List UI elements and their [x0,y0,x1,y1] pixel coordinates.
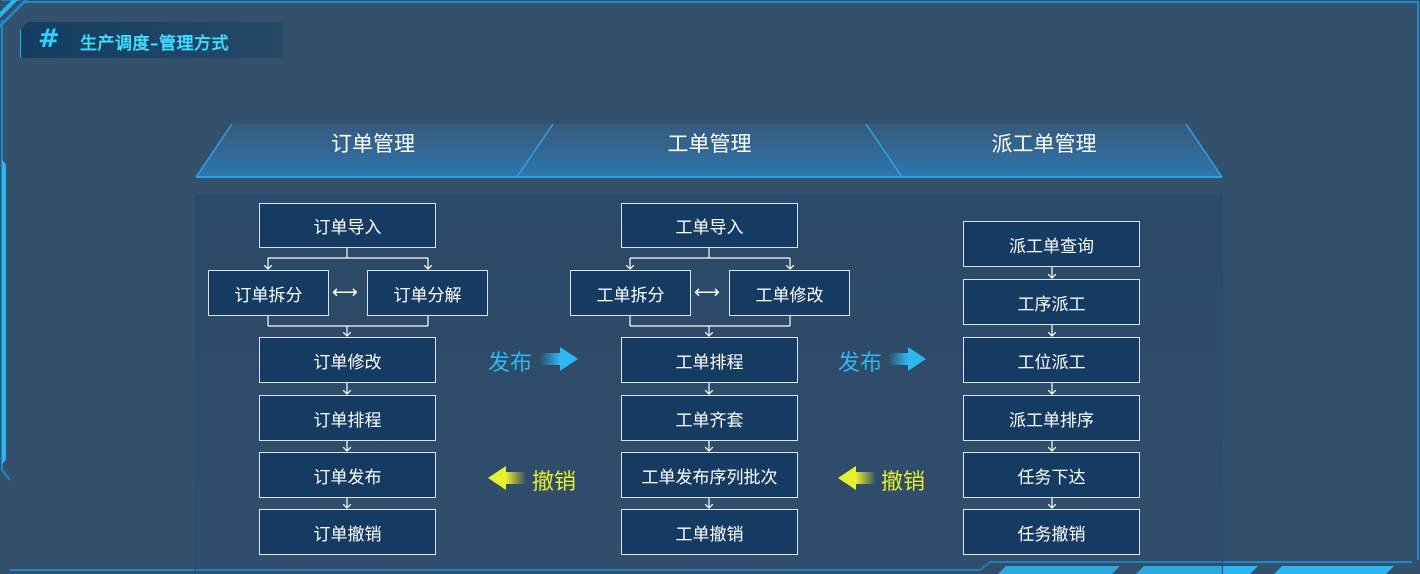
title-banner [20,22,283,58]
revoke-label: 撤销 [532,470,577,495]
publish-arrow-icon [540,347,926,371]
order-step-box: 订单修改 [259,337,436,383]
order-split-box: 订单拆分 [208,270,329,316]
dispatch-step-box: 工位派工 [963,337,1140,383]
work-step-box: 工单齐套 [621,395,798,441]
order-step-box: 订单排程 [259,395,436,441]
dispatch-step-box: 工序派工 [963,279,1140,325]
bidirectional-arrow-icon: ⟷ [332,282,358,303]
phase-order-management: 订单管理 [331,132,415,156]
dispatch-step-box: 任务撤销 [963,509,1140,555]
dispatch-step-box: 派工单排序 [963,395,1140,441]
order-import-box: 订单导入 [259,203,436,248]
bidirectional-arrow-icon: ⟷ [694,282,720,303]
work-step-box: 工单排程 [621,337,798,383]
publish-label: 发布 [838,351,883,376]
page-title: 生产调度–管理方式 [80,34,229,54]
hash-icon: # [38,24,60,54]
work-step-box: 工单撤销 [621,509,798,555]
phase-work-order-management: 工单管理 [667,132,752,156]
publish-label: 发布 [488,351,533,376]
work-split-box: 工单拆分 [570,270,691,316]
revoke-arrow-icon [488,466,876,490]
dispatch-step-box: 任务下达 [963,452,1140,498]
dispatch-step-box: 派工单查询 [963,221,1140,267]
order-decompose-box: 订单分解 [367,270,488,316]
order-step-box: 订单撤销 [259,509,436,555]
revoke-label: 撤销 [881,470,926,495]
phase-dispatch-management: 派工单管理 [991,132,1097,156]
work-step-box: 工单发布序列批次 [621,452,798,498]
work-import-box: 工单导入 [621,203,798,248]
order-step-box: 订单发布 [259,452,436,498]
work-modify-box: 工单修改 [729,270,850,316]
